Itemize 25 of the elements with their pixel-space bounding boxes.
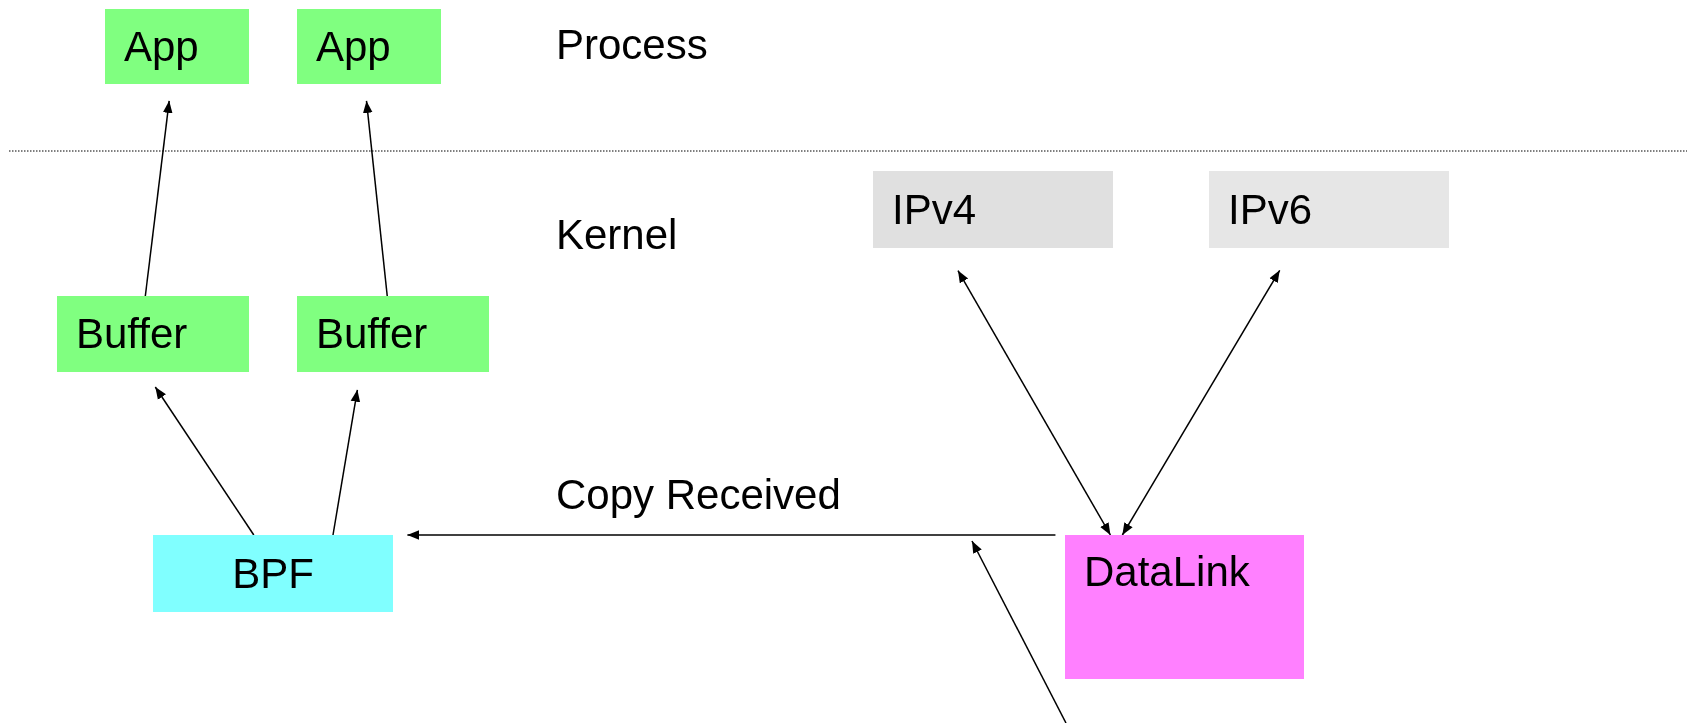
arrow bbox=[1121, 269, 1281, 536]
process-box bbox=[1209, 171, 1449, 248]
box-label: Buffer bbox=[76, 313, 188, 355]
arrow bbox=[957, 269, 1112, 536]
arrow bbox=[332, 389, 361, 536]
process-box bbox=[873, 171, 1113, 248]
process-box bbox=[105, 9, 249, 84]
layer-label: Kernel bbox=[556, 214, 678, 256]
box-label: IPv4 bbox=[892, 188, 977, 231]
box-label: App bbox=[124, 25, 199, 68]
arrow bbox=[154, 386, 255, 536]
process-box bbox=[57, 296, 249, 372]
box-label: DataLink bbox=[1084, 551, 1250, 593]
arrow bbox=[144, 100, 173, 297]
box-label: Buffer bbox=[316, 313, 428, 355]
box-label: BPF bbox=[232, 552, 314, 595]
process-box bbox=[153, 535, 393, 612]
arrow bbox=[363, 100, 388, 297]
layer-label: Process bbox=[556, 24, 708, 66]
arrow bbox=[406, 530, 1057, 540]
process-box bbox=[297, 296, 489, 372]
process-box bbox=[297, 9, 441, 84]
box-label: IPv6 bbox=[1228, 188, 1313, 231]
process-box bbox=[1065, 535, 1304, 679]
box-label: App bbox=[316, 25, 391, 68]
